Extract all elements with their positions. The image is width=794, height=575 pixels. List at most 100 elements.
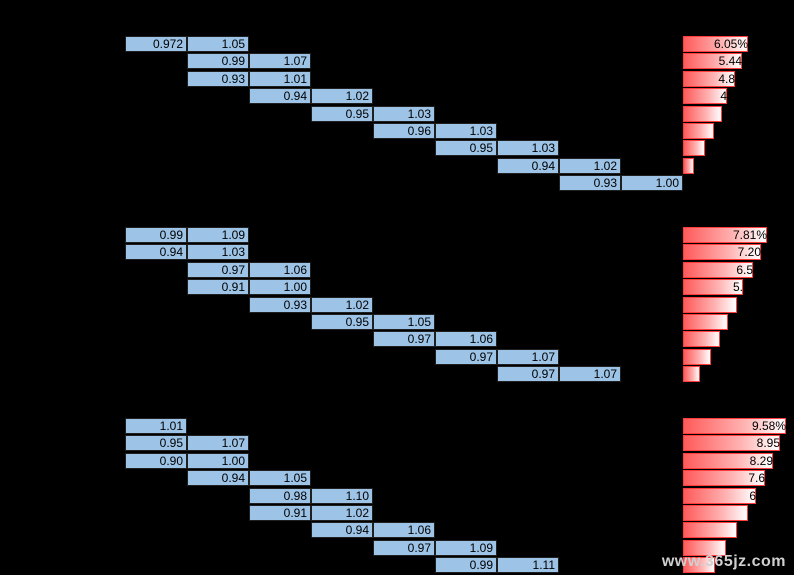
table-cell[interactable]: 0.95 <box>311 314 373 330</box>
table-cell[interactable]: 1.05 <box>249 470 311 487</box>
table-cell[interactable]: 0.94 <box>311 522 373 539</box>
data-bar-cell[interactable]: 9.58% <box>683 418 791 434</box>
table-cell[interactable]: 0.97 <box>187 261 249 278</box>
table-cell[interactable]: 1.07 <box>249 53 311 70</box>
data-bar-cell[interactable]: 8.29 <box>683 452 791 469</box>
table-cell[interactable]: 1.10 <box>311 487 373 504</box>
data-bar-cell[interactable] <box>683 522 791 539</box>
table-cell[interactable]: 1.07 <box>497 348 559 365</box>
table-cell[interactable]: 0.94 <box>187 470 249 487</box>
table-cell[interactable]: 1.02 <box>311 88 373 105</box>
data-bar <box>683 487 756 504</box>
data-bar <box>683 227 767 243</box>
table-cell[interactable]: 0.97 <box>373 539 435 556</box>
data-bar-cell[interactable]: 6 <box>683 487 791 504</box>
data-bar-cell[interactable] <box>683 296 791 313</box>
table-cell[interactable]: 0.95 <box>125 435 187 452</box>
data-bar-cell[interactable]: 5.44 <box>683 53 791 70</box>
data-bar-label: 7.20 <box>737 245 761 260</box>
table-cell[interactable]: 1.02 <box>559 157 621 174</box>
data-bar <box>683 331 720 348</box>
table-cell[interactable]: 1.01 <box>125 418 187 434</box>
data-bar-label: 5.44 <box>718 54 742 69</box>
data-bar-label: 7.6 <box>748 471 765 486</box>
table-cell[interactable]: 0.972 <box>125 36 187 52</box>
data-bar-cell[interactable] <box>683 140 791 157</box>
table-cell[interactable]: 1.09 <box>187 227 249 243</box>
data-bar-cell[interactable] <box>683 539 791 556</box>
data-bar-cell[interactable] <box>683 348 791 365</box>
table-cell[interactable]: 0.99 <box>435 557 497 574</box>
data-bar-cell[interactable] <box>683 366 791 383</box>
data-bar-cell[interactable]: 4 <box>683 88 791 105</box>
table-cell[interactable]: 1.11 <box>497 557 559 574</box>
table-cell[interactable]: 1.01 <box>249 70 311 87</box>
table-cell[interactable]: 0.95 <box>311 105 373 122</box>
data-bar-cell[interactable] <box>683 331 791 348</box>
table-cell[interactable]: 0.97 <box>497 366 559 383</box>
data-bar-cell[interactable]: 8.95 <box>683 435 791 452</box>
table-cell[interactable]: 1.06 <box>249 261 311 278</box>
table-cell[interactable]: 0.91 <box>187 279 249 296</box>
table-cell[interactable]: 1.06 <box>435 331 497 348</box>
table-cell[interactable]: 1.00 <box>187 452 249 469</box>
data-bar <box>683 279 743 296</box>
table-cell[interactable]: 1.00 <box>621 175 683 192</box>
data-bar-cell[interactable]: 6.05% <box>683 36 791 52</box>
table-cell[interactable]: 1.02 <box>311 296 373 313</box>
table-cell[interactable]: 0.96 <box>373 123 435 139</box>
data-bar-label: 8.95 <box>756 436 780 451</box>
data-bar-cell[interactable]: 6.5 <box>683 261 791 278</box>
data-bar <box>683 261 753 278</box>
data-bar-label: 7.81% <box>732 228 767 242</box>
data-bar-label: 4.8 <box>718 71 735 86</box>
table-cell[interactable]: 1.02 <box>311 505 373 521</box>
data-bar-label: 8.29 <box>749 453 773 468</box>
table-cell[interactable]: 0.94 <box>249 88 311 105</box>
table-cell[interactable]: 0.93 <box>559 175 621 192</box>
data-bar-cell[interactable]: 7.20 <box>683 244 791 261</box>
data-bar <box>683 314 728 330</box>
data-bar-cell[interactable]: 7.81% <box>683 227 791 243</box>
table-cell[interactable]: 0.94 <box>497 157 559 174</box>
data-bar <box>683 418 786 434</box>
table-cell[interactable]: 1.05 <box>187 36 249 52</box>
data-bar <box>683 505 748 521</box>
table-cell[interactable]: 0.99 <box>125 227 187 243</box>
table-cell[interactable]: 0.99 <box>187 53 249 70</box>
table-cell[interactable]: 0.90 <box>125 452 187 469</box>
table-cell[interactable]: 0.98 <box>249 487 311 504</box>
data-bar <box>683 140 705 157</box>
table-cell[interactable]: 1.05 <box>373 314 435 330</box>
data-bar-cell[interactable]: 5. <box>683 279 791 296</box>
table-cell[interactable]: 1.06 <box>373 522 435 539</box>
table-cell[interactable]: 1.03 <box>497 140 559 157</box>
data-bar <box>683 296 737 313</box>
table-cell[interactable]: 0.97 <box>373 331 435 348</box>
table-cell[interactable]: 1.03 <box>187 244 249 261</box>
table-cell[interactable]: 0.93 <box>187 70 249 87</box>
data-bar-cell[interactable]: 4.8 <box>683 70 791 87</box>
data-bar-cell[interactable] <box>683 157 791 174</box>
data-bar-cell[interactable] <box>683 105 791 122</box>
table-cell[interactable]: 1.03 <box>373 105 435 122</box>
table-cell[interactable]: 1.00 <box>249 279 311 296</box>
table-cell[interactable]: 0.97 <box>435 348 497 365</box>
table-cell[interactable]: 0.94 <box>125 244 187 261</box>
data-bar-label: 4 <box>720 89 727 104</box>
data-bar <box>683 452 773 469</box>
data-bar-cell[interactable] <box>683 123 791 139</box>
table-cell[interactable]: 0.91 <box>249 505 311 521</box>
data-bar-cell[interactable] <box>683 314 791 330</box>
table-cell[interactable]: 1.07 <box>559 366 621 383</box>
table-cell[interactable]: 1.09 <box>435 539 497 556</box>
table-cell[interactable]: 1.07 <box>187 435 249 452</box>
data-bar-cell[interactable]: 7.6 <box>683 470 791 487</box>
table-cell[interactable]: 1.03 <box>435 123 497 139</box>
table-cell[interactable]: 0.93 <box>249 296 311 313</box>
table-cell[interactable]: 0.95 <box>435 140 497 157</box>
data-bar-label: 6 <box>749 488 756 503</box>
data-bar-cell[interactable] <box>683 557 791 574</box>
data-bar-cell[interactable] <box>683 505 791 521</box>
